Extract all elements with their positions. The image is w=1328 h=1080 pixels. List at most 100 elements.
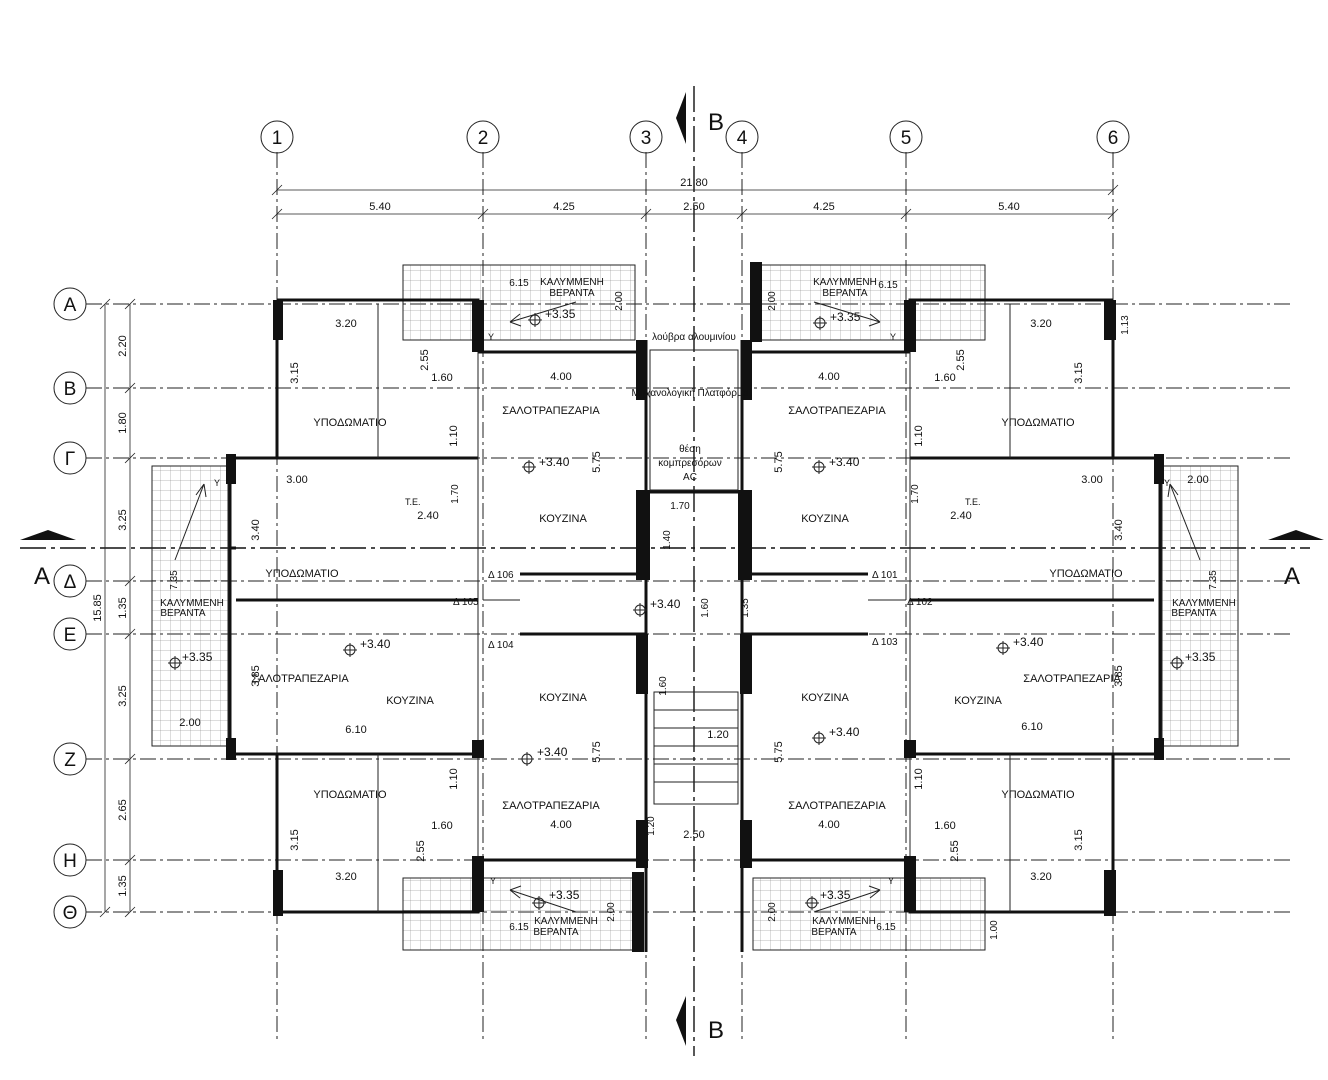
dim-615-nw: 6.15 (509, 278, 529, 289)
grid-label-e: Ε (64, 625, 77, 646)
veranda-w-1: ΚΑΛΥΜΜΕΝΗ (160, 598, 224, 609)
dim-575-sw: 5.75 (591, 741, 603, 762)
dim-span-4: 4.25 (813, 201, 834, 213)
dim-160-stair: 1.60 (700, 598, 711, 618)
section-lines: A A B B (20, 86, 1324, 1056)
section-b-top: B (708, 109, 724, 136)
dim-span-1: 5.40 (369, 201, 390, 213)
dim-400-se: 4.00 (818, 819, 839, 831)
dim-250-stair: 2.50 (683, 829, 704, 841)
verandas (151, 264, 1239, 951)
section-b-bottom: B (708, 1017, 724, 1044)
dim-140-core: 1.40 (662, 530, 673, 550)
grid-label-a: Α (64, 295, 77, 316)
veranda-w-2: ΒΕΡΑΝΤΑ (160, 608, 206, 619)
room-kitchen-ne: ΚΟΥΖΙΝΑ (801, 513, 849, 525)
dim-row-3: 3.25 (117, 509, 129, 530)
y-mark-nw: Y (488, 332, 494, 342)
room-bedroom-w: ΥΠΟΔΩΜΑΤΙΟ (265, 568, 339, 580)
room-kitchen-w: ΚΟΥΖΙΝΑ (386, 695, 434, 707)
dim-200-ne-v: 2.00 (767, 291, 778, 311)
inner-dimensions: 3.20 3.20 3.20 3.20 3.15 3.15 3.15 3.15 … (169, 278, 1219, 940)
dim-200-nw-v: 2.00 (614, 291, 625, 311)
dim-320-ne: 3.20 (1030, 318, 1051, 330)
compressors-line1: θέση (679, 443, 701, 455)
dim-615-se: 6.15 (876, 922, 896, 933)
louvre-label: λούβρα αλουμινίου (652, 331, 736, 343)
level-ne: +3.40 (829, 455, 860, 469)
dim-255-ne: 2.55 (955, 349, 967, 370)
dim-100: 1.00 (989, 920, 1000, 940)
grid-label-4: 4 (737, 128, 748, 149)
room-bedroom-ne: ΥΠΟΔΩΜΑΤΙΟ (1001, 417, 1075, 429)
dim-row-1: 2.20 (117, 335, 129, 356)
dim-315-ne: 3.15 (1073, 362, 1085, 383)
door-103: Δ 103 (872, 637, 898, 648)
dim-160-se: 1.60 (934, 820, 955, 832)
shaft-label: Μηχανολογική Πλατφόρμα (632, 387, 749, 399)
dim-610-w: 6.10 (345, 724, 366, 736)
dim-400-ne: 4.00 (818, 371, 839, 383)
dim-575-nw: 5.75 (591, 451, 603, 472)
level-sw: +3.40 (537, 745, 568, 759)
dim-135-stair: 1.35 (740, 598, 751, 618)
dim-340-e: 3.40 (1113, 519, 1125, 540)
dim-span-2: 4.25 (553, 201, 574, 213)
level-veranda-sw: +3.35 (549, 888, 580, 902)
room-living-nw: ΣΑΛΟΤΡΑΠΕΖΑΡΙΑ (502, 405, 600, 417)
dim-160-stair-b: 1.60 (658, 676, 669, 696)
veranda-s-w-1: ΚΑΛΥΜΜΕΝΗ (534, 916, 598, 927)
level-e: +3.40 (1013, 635, 1044, 649)
dim-row-2: 1.80 (117, 412, 129, 433)
dim-385-w: 3.85 (250, 665, 262, 686)
dim-row-6: 2.65 (117, 799, 129, 820)
grid-label-th: Θ (63, 903, 78, 924)
dim-320-se: 3.20 (1030, 871, 1051, 883)
level-se: +3.40 (829, 725, 860, 739)
veranda-n-e-1: ΚΑΛΥΜΜΕΝΗ (813, 277, 877, 288)
y-mark-e: Y (1164, 478, 1170, 488)
dim-row-5: 3.25 (117, 685, 129, 706)
dim-400-nw: 4.00 (550, 371, 571, 383)
door-105: Δ 105 (453, 597, 479, 608)
dim-340-w: 3.40 (250, 519, 262, 540)
dim-610-e: 6.10 (1021, 721, 1042, 733)
dim-110-sw: 1.10 (448, 768, 460, 789)
room-living-ne: ΣΑΛΟΤΡΑΠΕΖΑΡΙΑ (788, 405, 886, 417)
dim-255-se: 2.55 (949, 840, 961, 861)
te-label-w: Τ.Ε. (405, 497, 421, 507)
dim-overall-depth: 15.85 (92, 594, 104, 622)
level-veranda-w: +3.35 (182, 650, 213, 664)
grid-label-g: Γ (65, 449, 75, 470)
dim-200-w: 2.00 (179, 717, 200, 729)
room-bedroom-sw: ΥΠΟΔΩΜΑΤΙΟ (313, 789, 387, 801)
dim-170-w: 1.70 (450, 484, 461, 504)
dim-row-4: 1.35 (117, 597, 129, 618)
grid-label-3: 3 (641, 128, 652, 149)
dim-735-e: 7.35 (1208, 570, 1219, 590)
y-mark-ne: Y (890, 332, 896, 342)
room-living-sw: ΣΑΛΟΤΡΑΠΕΖΑΡΙΑ (502, 800, 600, 812)
dim-160-sw: 1.60 (431, 820, 452, 832)
dim-span-5: 5.40 (998, 201, 1019, 213)
dim-200-e: 2.00 (1187, 474, 1208, 486)
veranda-s-e-2: ΒΕΡΑΝΤΑ (811, 927, 857, 938)
dimensions-left: 15.85 2.20 1.80 3.25 1.35 3.25 2.65 1.35 (92, 298, 136, 918)
dim-240-w: 2.40 (417, 510, 438, 522)
section-a-right: A (1284, 563, 1300, 590)
level-veranda-ne: +3.35 (830, 310, 861, 324)
veranda-n-e-2: ΒΕΡΑΝΤΑ (822, 288, 868, 299)
level-veranda-nw: +3.35 (545, 307, 576, 321)
dim-315-sw: 3.15 (289, 829, 301, 850)
slope-arrows (174, 301, 1201, 913)
y-mark-se: Y (888, 876, 894, 886)
grid-bubbles-y: Α Β Γ Δ Ε Ζ Η Θ (53, 287, 87, 929)
dim-160-ne: 1.60 (934, 372, 955, 384)
veranda-s-e-1: ΚΑΛΥΜΜΕΝΗ (812, 916, 876, 927)
level-nw: +3.40 (539, 455, 570, 469)
dimensions-top: 21.80 5.40 4.25 2.50 4.25 5.40 (271, 177, 1119, 220)
room-labels: ΥΠΟΔΩΜΑΤΙΟ ΥΠΟΔΩΜΑΤΙΟ ΥΠΟΔΩΜΑΤΙΟ ΥΠΟΔΩΜΑ… (160, 277, 1236, 938)
veranda-n-w-1: ΚΑΛΥΜΜΕΝΗ (540, 277, 604, 288)
door-tags: Δ 101 Δ 102 Δ 103 Δ 104 Δ 105 Δ 106 (453, 570, 933, 651)
room-living-e: ΣΑΛΟΤΡΑΠΕΖΑΡΙΑ (1023, 673, 1121, 685)
